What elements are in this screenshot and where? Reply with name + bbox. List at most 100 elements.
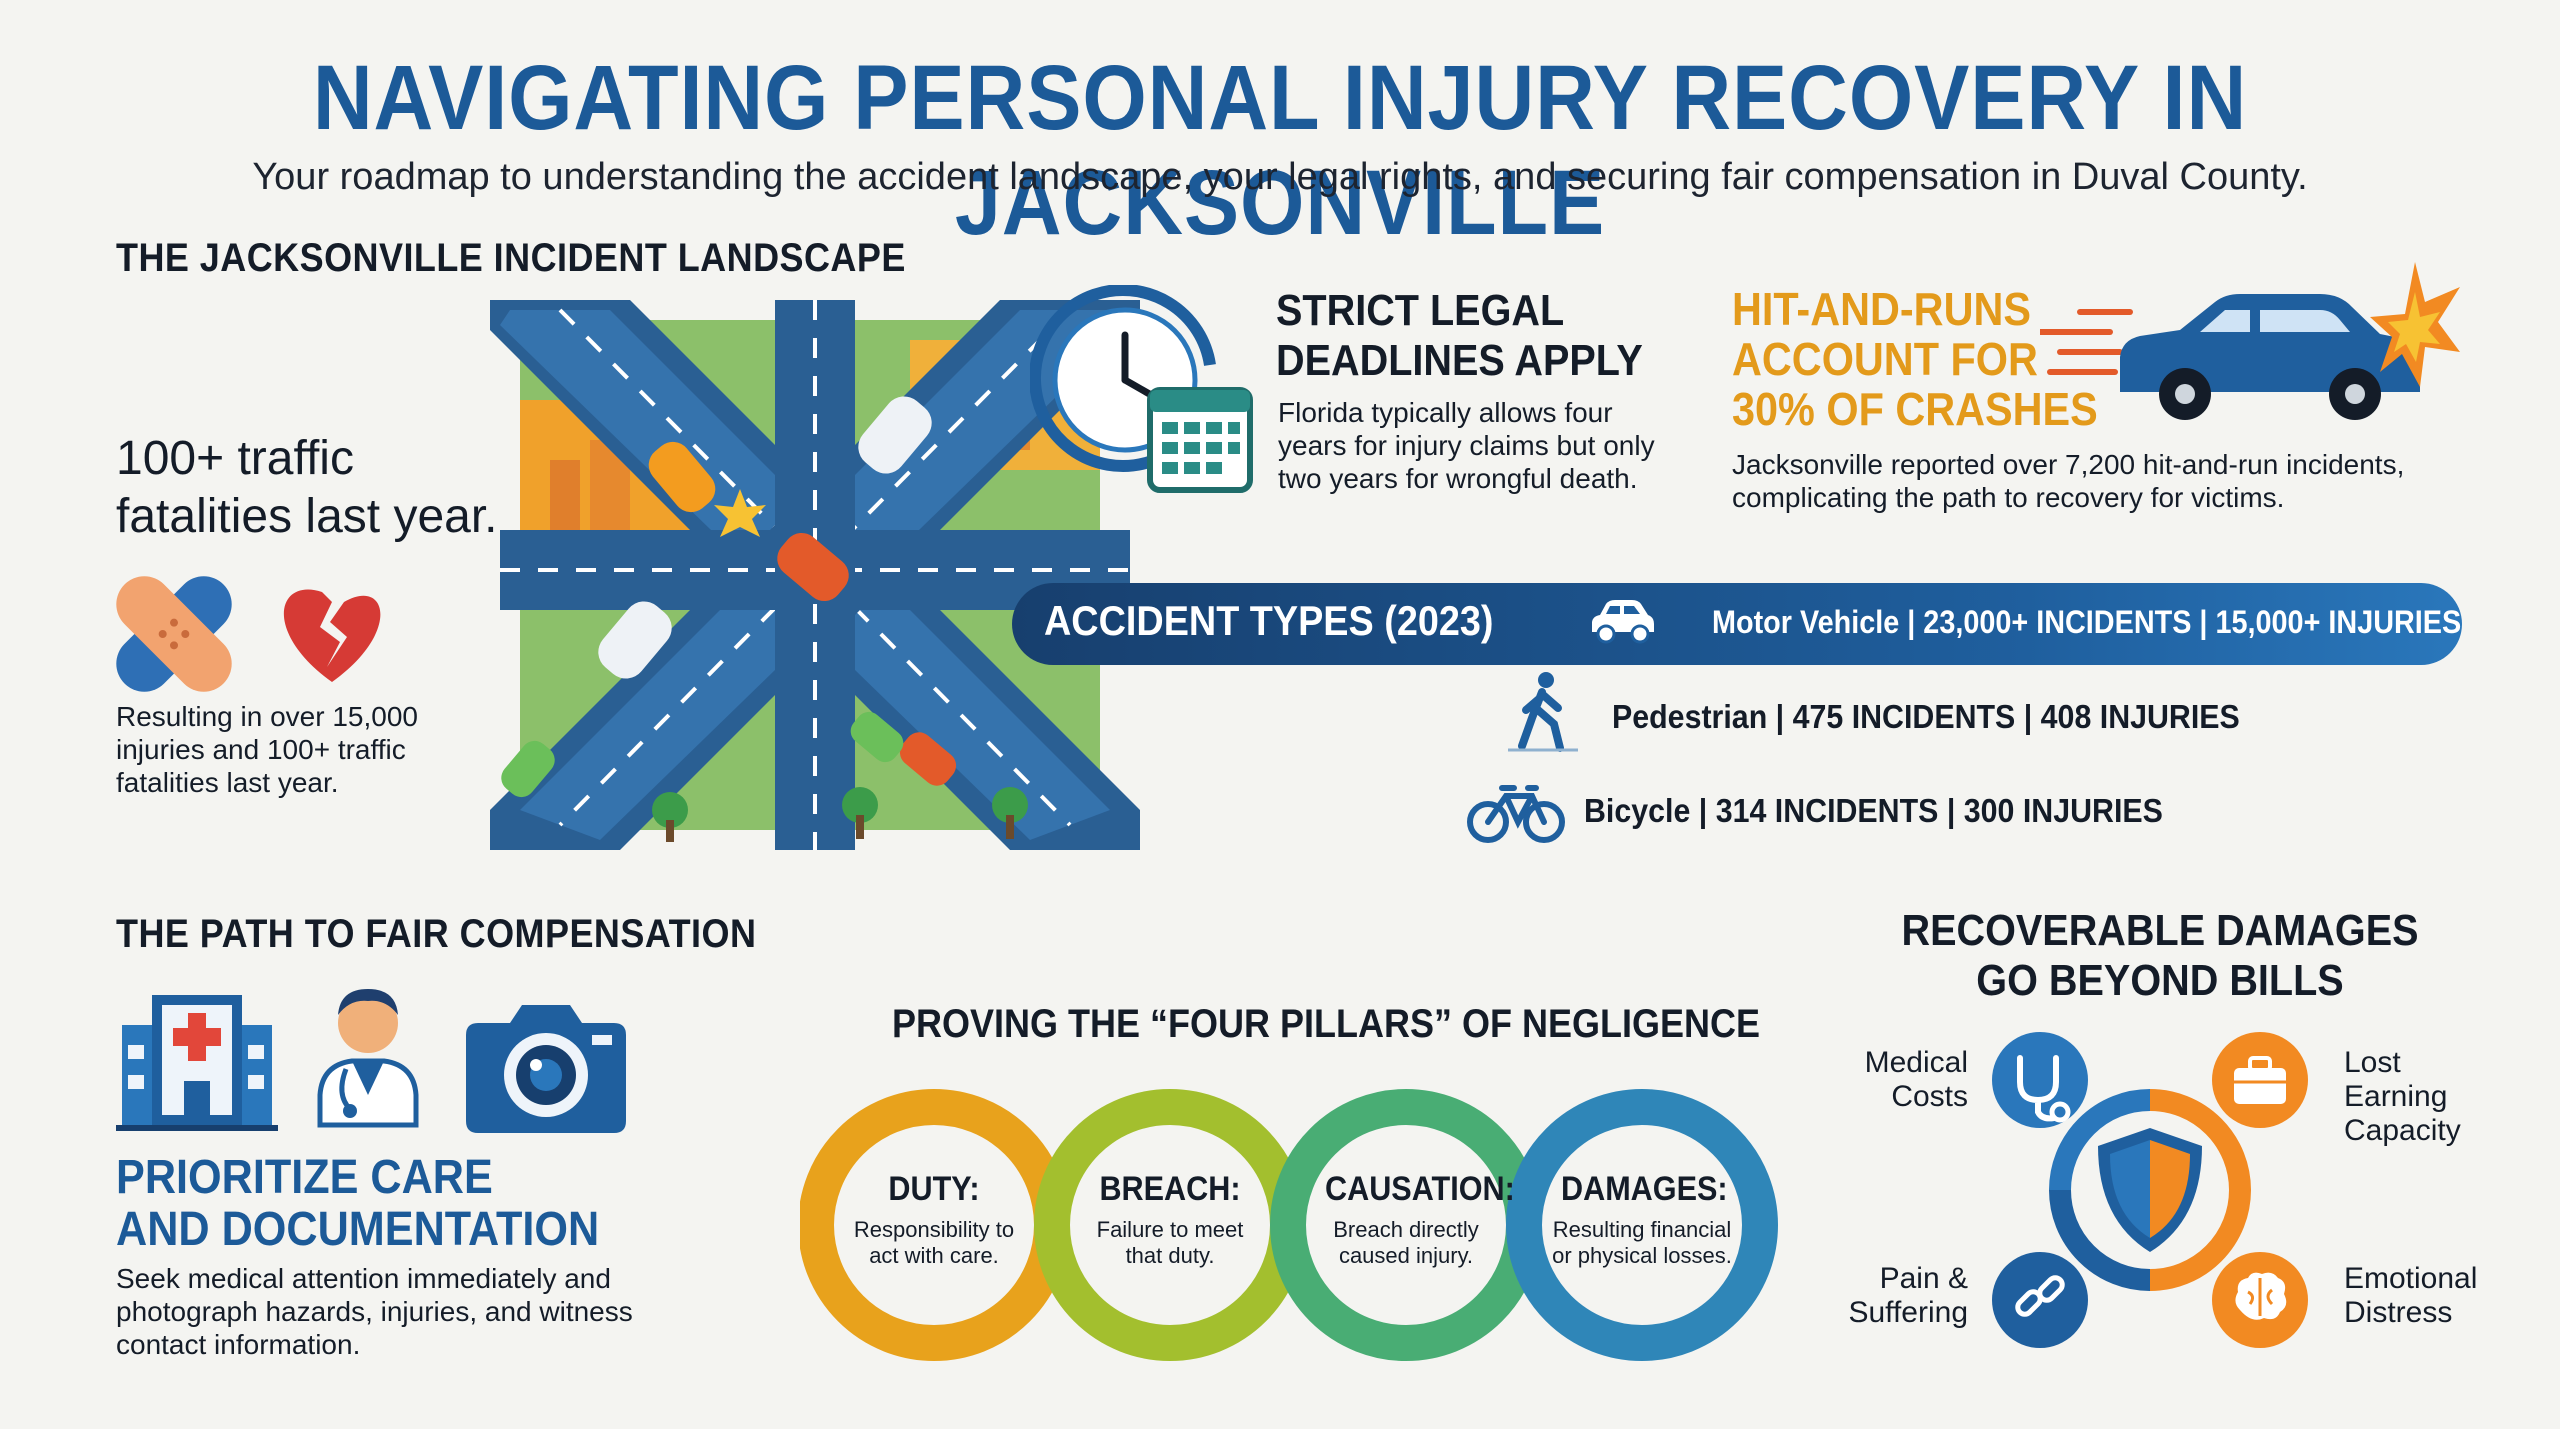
medical-costs-label: Medical Costs [1860,1046,1968,1114]
pillar-desc-line: or physical losses. [1552,1243,1732,1268]
hitrun-text: Jacksonville reported over 7,200 hit-and… [1732,448,2404,514]
broken-chain-icon [1992,1252,2088,1348]
pillar-title: CAUSATION: [1325,1170,1515,1208]
damages-wheel [1992,1032,2308,1348]
care-title-line: AND DOCUMENTATION [116,1203,600,1256]
hospital-icon [116,995,278,1131]
tree-icon [652,792,688,842]
motor-vehicle-icon [1592,600,1654,644]
car-icon [648,441,716,513]
injuries-text-line: injuries and 100+ traffic [116,734,406,765]
pillar-title: BREACH: [1099,1170,1241,1208]
damages-heading-line: RECOVERABLE DAMAGES [1901,906,2419,955]
hit-and-run-car-icon [2040,262,2460,420]
intersection-illustration [490,300,1140,850]
wheel-segment [2049,1089,2151,1191]
hitrun-heading-line: HIT-AND-RUNS [1732,283,2031,335]
deadlines-text-line: Florida typically allows four [1278,397,1613,428]
motor-vehicle-stat: Motor Vehicle | 23,000+ INCIDENTS | 15,0… [1712,604,2462,640]
pillar-desc-line: Resulting financial [1552,1217,1732,1242]
hitrun-heading-line: 30% OF CRASHES [1732,383,2098,435]
deadlines-text: Florida typically allows four years for … [1278,396,1655,495]
deadlines-heading-line: STRICT LEGAL [1276,286,1565,335]
pillar-desc-line: caused injury. [1338,1243,1474,1268]
bandage-heart-icons [116,576,381,692]
care-text: Seek medical attention immediately and p… [116,1262,633,1361]
pillar-ring [1506,1089,1778,1361]
lost-earning-line: Earning [2344,1080,2448,1113]
lost-earning-line: Capacity [2344,1114,2461,1147]
hitrun-text-line: Jacksonville reported over 7,200 hit-and… [1732,449,2405,480]
emotional-distress-line: Distress [2344,1296,2453,1329]
landscape-heading: THE JACKSONVILLE INCIDENT LANDSCAPE [116,236,906,280]
injuries-text-line: fatalities last year. [116,767,339,798]
wheel-segment [2049,1189,2151,1291]
car-icon [598,601,672,679]
fatalities-stat-line: fatalities last year. [116,490,498,543]
pillar-desc-line: Failure to meet [1096,1217,1244,1242]
wheel-segment [2149,1089,2251,1191]
pillar-title: DUTY: [888,1170,980,1208]
care-documentation-icons [116,989,626,1133]
lost-earning-label: Lost Earning Capacity [2344,1046,2461,1148]
pillars-heading: PROVING THE “FOUR PILLARS” OF NEGLIGENCE [892,1002,1761,1046]
care-text-line: photograph hazards, injuries, and witnes… [116,1296,633,1327]
lost-earning-line: Lost [2344,1046,2401,1079]
page-subtitle: Your roadmap to understanding the accide… [252,156,2308,198]
pillars-rings [800,1089,1778,1361]
pedestrian-icon [1508,672,1578,752]
pain-suffering-label: Pain & Suffering [1836,1262,1968,1330]
pain-suffering-line: Pain & [1879,1262,1968,1295]
fatalities-stat-line: 100+ traffic [116,432,354,485]
car-icon [850,711,904,763]
emotional-distress-label: Emotional Distress [2344,1262,2477,1330]
bicycle-icon [1467,785,1565,843]
speed-lines [2040,309,2133,375]
hitrun-heading-line: ACCOUNT FOR [1732,333,2038,385]
hitrun-text-line: complicating the path to recovery for vi… [1732,482,2285,513]
camera-icon [466,1005,626,1133]
bicycle-stat: Bicycle | 314 INCIDENTS | 300 INJURIES [1584,792,2163,829]
damages-heading-line: GO BEYOND BILLS [1976,956,2344,1005]
pillar-rings-group [800,1089,1778,1361]
hitrun-heading: HIT-AND-RUNS ACCOUNT FOR 30% OF CRASHES [1732,284,2098,434]
deadlines-text-line: two years for wrongful death. [1278,463,1638,494]
car-icon [858,396,932,474]
shield-icon [2098,1128,2202,1252]
calendar-icon [1147,387,1253,493]
clock-calendar-icon [1030,285,1253,493]
fatalities-stat: 100+ traffic fatalities last year. [116,430,498,546]
care-title: PRIORITIZE CARE AND DOCUMENTATION [116,1152,599,1256]
tree-icon [992,787,1028,839]
medical-costs-line: Medical [1864,1046,1968,1079]
broken-heart-icon [283,589,381,682]
pillar-desc-line: that duty. [1125,1243,1215,1268]
tree-icon [842,787,878,839]
deadlines-text-line: years for injury claims but only [1278,430,1655,461]
accident-types-bar [1012,583,2462,665]
collision-burst-icon [714,489,766,537]
care-text-line: Seek medical attention immediately and [116,1263,611,1294]
page-title: NAVIGATING PERSONAL INJURY RECOVERY IN J… [312,47,2248,254]
accident-types-label: ACCIDENT TYPES (2023) [1044,597,1494,644]
pillar-desc-line: Breach directly [1333,1217,1479,1242]
pillar-desc-line: act with care. [869,1243,999,1268]
care-title-line: PRIORITIZE CARE [116,1151,493,1204]
car-icon [899,732,957,786]
pain-suffering-line: Suffering [1848,1296,1968,1329]
deadlines-heading-line: DEADLINES APPLY [1276,336,1643,385]
bandage-icon [116,576,232,692]
injuries-text-line: Resulting in over 15,000 [116,701,418,732]
wheel-segment [2149,1189,2251,1291]
medical-costs-line: Costs [1891,1080,1968,1113]
deadlines-heading: STRICT LEGAL DEADLINES APPLY [1276,286,1643,386]
care-text-line: contact information. [116,1329,361,1360]
briefcase-icon [2212,1032,2308,1128]
car-icon [777,532,849,602]
doctor-icon [317,989,419,1128]
stethoscope-icon [1992,1032,2088,1128]
